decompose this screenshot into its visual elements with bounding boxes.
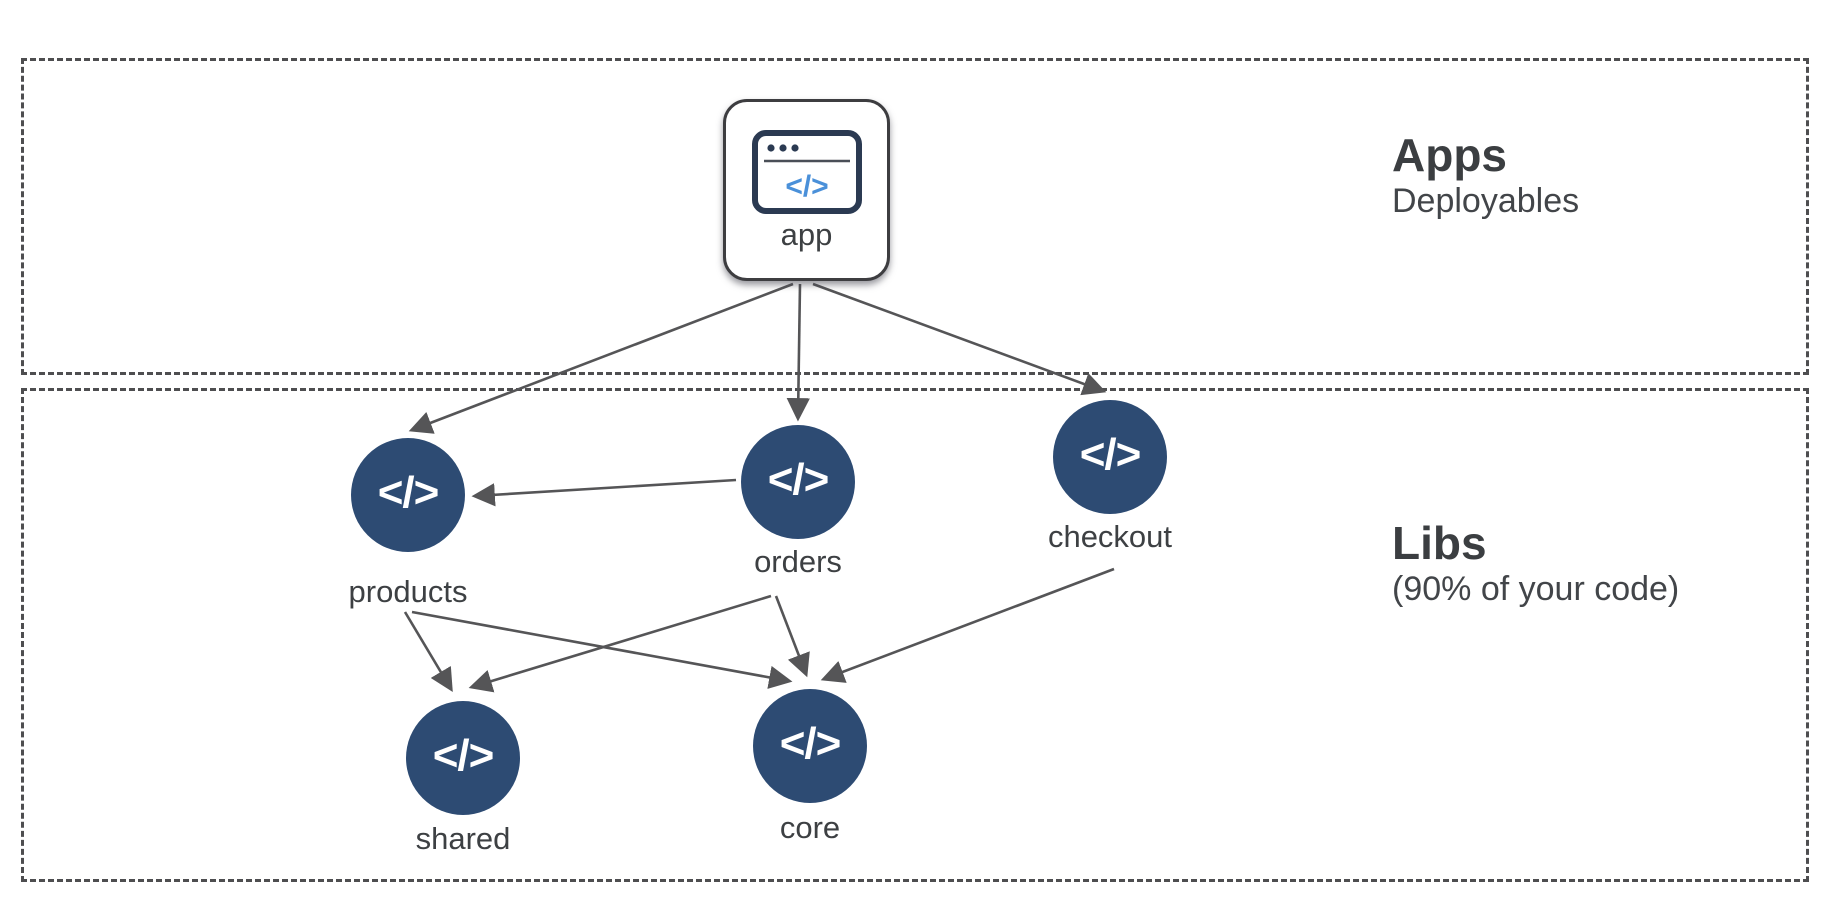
- node-products: </>: [351, 438, 465, 552]
- apps-title: Apps: [1392, 129, 1507, 181]
- edge-products-to-shared: [403, 611, 453, 693]
- node-shared: </>: [406, 701, 520, 815]
- apps-subtitle: Deployables: [1392, 181, 1580, 220]
- library-circle: </>: [753, 689, 867, 803]
- code-icon: </>: [1079, 430, 1142, 479]
- edge-orders-to-products: [471, 478, 737, 507]
- library-circle: </>: [406, 701, 520, 815]
- node-orders: </>: [741, 425, 855, 539]
- node-shared-label: shared: [415, 821, 511, 856]
- libs-subtitle: (90% of your code): [1392, 569, 1680, 608]
- browser-code-icon: </>: [751, 130, 862, 214]
- node-app-label: app: [780, 217, 833, 252]
- edge-app-to-orders: [786, 283, 810, 422]
- node-products-label: products: [348, 574, 468, 609]
- edge-orders-to-shared: [468, 594, 772, 693]
- node-core-label: core: [779, 810, 841, 845]
- node-orders-label: orders: [754, 544, 842, 579]
- node-core: </>: [753, 689, 867, 803]
- edge-products-to-core: [411, 610, 793, 689]
- node-checkout: </>: [1053, 400, 1167, 514]
- svg-text:</>: </>: [785, 170, 828, 203]
- node-checkout-label: checkout: [1047, 519, 1173, 554]
- code-icon: </>: [767, 455, 830, 504]
- library-circle: </>: [1053, 400, 1167, 514]
- apps-section-box: [21, 58, 1809, 375]
- code-icon: </>: [779, 719, 842, 768]
- libs-section-box: [21, 388, 1809, 882]
- code-icon: </>: [377, 468, 440, 517]
- edge-checkout-to-core: [820, 567, 1115, 683]
- library-circle: </>: [351, 438, 465, 552]
- edge-app-to-checkout: [812, 282, 1107, 396]
- code-icon: </>: [432, 731, 495, 780]
- libs-section-label: Libs (90% of your code): [1392, 518, 1679, 609]
- apps-section-label: Apps Deployables: [1392, 130, 1579, 221]
- node-app: </> app: [723, 99, 890, 281]
- edge-app-to-products: [408, 282, 794, 434]
- edge-orders-to-core: [774, 595, 810, 678]
- library-circle: </>: [741, 425, 855, 539]
- libs-title: Libs: [1392, 517, 1487, 569]
